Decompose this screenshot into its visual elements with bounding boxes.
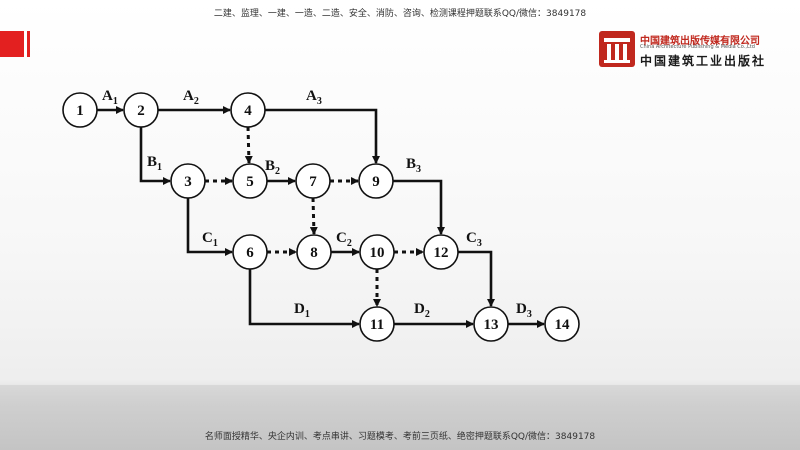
event-node-13: 13 [473, 306, 509, 342]
event-node-label: 10 [370, 245, 385, 261]
event-node-circle [296, 234, 332, 270]
event-node-label: 6 [246, 245, 254, 261]
activity-label-a2: A2 [183, 88, 199, 107]
activity-arrow-d1 [248, 269, 360, 328]
activity-arrow-b3 [393, 179, 445, 235]
event-node-circle [170, 163, 206, 199]
event-node-label: 9 [372, 174, 380, 190]
event-node-circle [358, 163, 394, 199]
event-node-8: 8 [296, 234, 332, 270]
activity-label-a1: A1 [102, 88, 118, 107]
activity-label-b2: B2 [265, 158, 280, 177]
event-node-14: 14 [544, 306, 580, 342]
event-node-2: 2 [123, 92, 159, 128]
activity-label-c2: C2 [336, 230, 352, 249]
event-node-label: 1 [76, 103, 84, 119]
event-node-label: 13 [484, 317, 499, 333]
activity-label-d1: D1 [294, 301, 310, 320]
event-node-circle [123, 92, 159, 128]
activity-label-b1: B1 [147, 154, 162, 173]
event-node-circle [359, 234, 395, 270]
publisher-mark-icon [599, 31, 635, 67]
event-node-circle [423, 234, 459, 270]
event-node-12: 12 [423, 234, 459, 270]
activity-arrow-a3 [265, 108, 380, 164]
event-node-circle [232, 234, 268, 270]
event-node-circle [473, 306, 509, 342]
event-node-circle [359, 306, 395, 342]
event-node-11: 11 [359, 306, 395, 342]
activity-label-c1: C1 [202, 230, 218, 249]
activity-arrow-c1 [186, 198, 233, 256]
event-node-7: 7 [295, 163, 331, 199]
activity-label-b3: B3 [406, 156, 421, 175]
event-node-9: 9 [358, 163, 394, 199]
bottom-banner: 名师面授精华、央企内训、考点串讲、习题模考、考前三页纸、绝密押题联系QQ/微信：… [204, 432, 596, 442]
publisher-name-en: China Architecture Publishing & Media Co… [640, 44, 755, 50]
floor-reflection [0, 385, 800, 450]
publisher-calligraphy: 中国建筑工业出版社 [640, 54, 767, 68]
event-node-label: 3 [184, 174, 192, 190]
event-node-label: 11 [370, 317, 384, 333]
activity-arrow-b1 [139, 127, 171, 185]
activity-label-d2: D2 [414, 301, 430, 320]
event-node-label: 8 [310, 245, 318, 261]
event-node-label: 7 [309, 174, 317, 190]
event-node-circle [544, 306, 580, 342]
dummy-arrow-7-8 [309, 197, 318, 235]
publisher-name-cn: 中国建筑出版传媒有限公司 [640, 36, 760, 47]
activity-label-d3: D3 [516, 301, 532, 320]
activity-arrow-c3 [458, 250, 495, 307]
top-banner: 二建、监理、一建、一造、二造、安全、消防、咨询、检测课程押题联系QQ/微信：38… [213, 9, 587, 19]
event-node-circle [295, 163, 331, 199]
activity-label-a3: A3 [306, 88, 322, 107]
event-node-6: 6 [232, 234, 268, 270]
event-node-circle [62, 92, 98, 128]
dummy-arrow-4-5 [244, 126, 253, 164]
red-accent-bar [0, 31, 30, 57]
event-node-3: 3 [170, 163, 206, 199]
event-node-1: 1 [62, 92, 98, 128]
event-node-5: 5 [232, 163, 268, 199]
event-node-label: 2 [137, 103, 145, 119]
event-node-10: 10 [359, 234, 395, 270]
event-node-circle [230, 92, 266, 128]
event-node-label: 5 [246, 174, 254, 190]
publisher-logo: 中国建筑出版传媒有限公司 China Architecture Publishi… [598, 30, 798, 70]
activity-label-c3: C3 [466, 230, 482, 249]
event-node-circle [232, 163, 268, 199]
event-node-label: 14 [555, 317, 571, 333]
event-node-4: 4 [230, 92, 266, 128]
event-node-label: 12 [434, 245, 449, 261]
event-node-label: 4 [244, 103, 252, 119]
